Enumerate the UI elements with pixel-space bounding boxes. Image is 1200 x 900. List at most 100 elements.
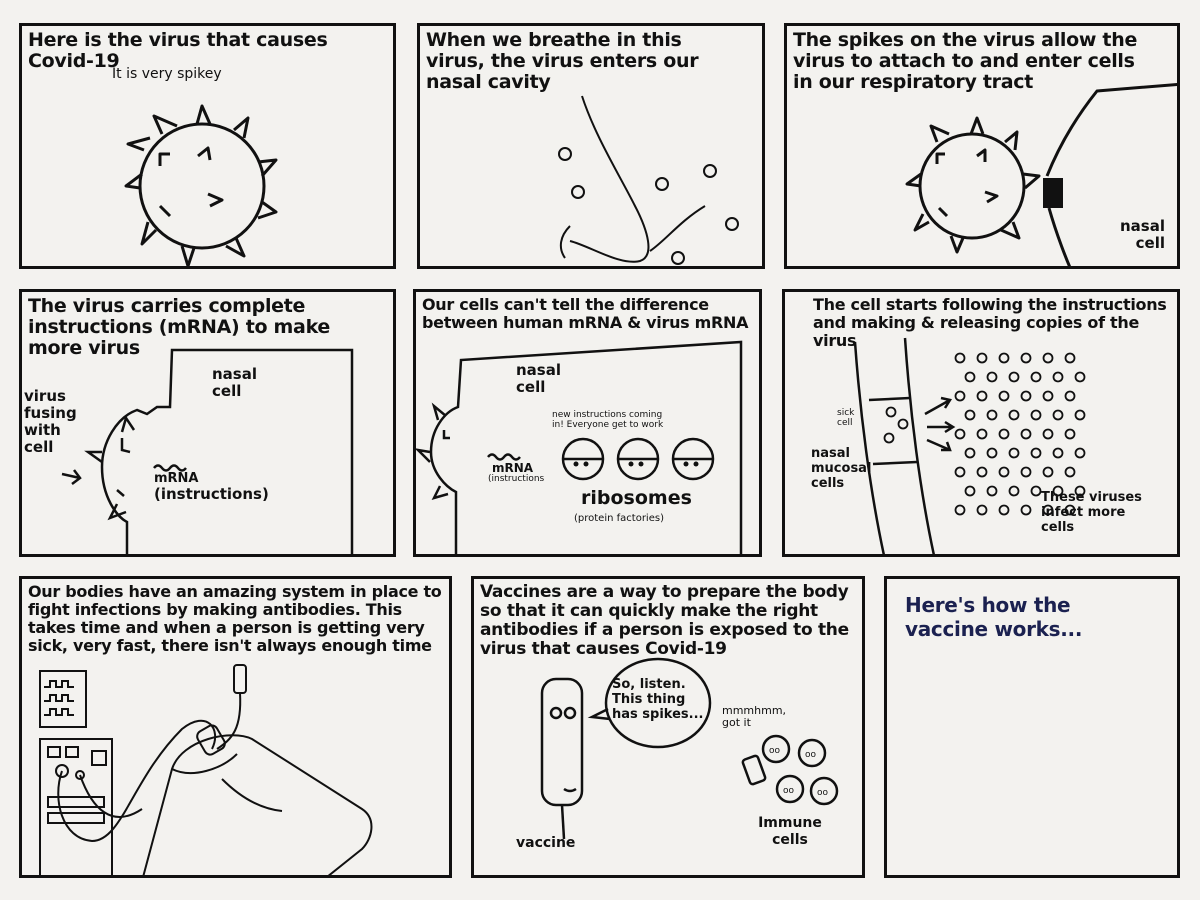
tiny-virus (986, 447, 998, 459)
tiny-virus (998, 466, 1010, 478)
panel-2: When we breathe in this virus, the virus… (417, 23, 765, 269)
ribosomes-label: ribosomes (581, 487, 692, 509)
tiny-virus (1074, 409, 1086, 421)
tiny-virus (964, 409, 976, 421)
tiny-virus (976, 466, 988, 478)
tiny-virus (976, 352, 988, 364)
panel-6: The cell starts following the instructio… (782, 289, 1180, 557)
tiny-virus (1064, 504, 1076, 516)
immune-cells-label: Immune cells (758, 815, 822, 848)
tiny-virus (1042, 466, 1054, 478)
tiny-virus (1052, 371, 1064, 383)
vaccine-label: vaccine (516, 835, 576, 851)
tiny-virus (1008, 485, 1020, 497)
tiny-virus (1030, 371, 1042, 383)
virus-drawing (124, 104, 278, 266)
tiny-virus (1008, 447, 1020, 459)
virus-cell-drawing (905, 82, 1177, 266)
panel-8: Vaccines are a way to prepare the body s… (471, 576, 865, 878)
tiny-virus (986, 371, 998, 383)
nasal-cell-label: nasal cell (516, 361, 561, 396)
tiny-virus (1008, 371, 1020, 383)
tiny-virus (883, 432, 895, 444)
tiny-virus (998, 504, 1010, 516)
tiny-virus (1052, 409, 1064, 421)
tiny-virus (1064, 352, 1076, 364)
panel-caption: The cell starts following the instructio… (813, 295, 1167, 350)
mucosal-label: nasal mucosal cells (811, 446, 872, 491)
release-drawing (853, 337, 1086, 554)
virus-fusing-label: virus fusing with cell (24, 387, 77, 456)
tiny-virus (885, 406, 897, 418)
ribosome-drawing (416, 340, 743, 554)
tiny-virus (1074, 485, 1086, 497)
instructions-label: (instructions (488, 474, 545, 484)
tiny-virus (1064, 390, 1076, 402)
panel-3: The spikes on the virus allow the virus … (784, 23, 1180, 269)
panel-caption: Our cells can't tell the difference betw… (422, 295, 749, 332)
tiny-virus (1008, 409, 1020, 421)
svg-text:oo: oo (783, 786, 795, 796)
tiny-virus (1042, 390, 1054, 402)
panel-4: The virus carries complete instructions … (19, 289, 396, 557)
panel-caption: The virus carries complete instructions … (28, 295, 330, 359)
tiny-virus (954, 390, 966, 402)
tiny-virus (976, 504, 988, 516)
nasal-cell-label: nasal cell (1120, 217, 1165, 252)
tiny-virus (1042, 504, 1054, 516)
factories-label: (protein factories) (574, 513, 664, 524)
sick-cell-label: sick cell (837, 408, 855, 428)
speech-text: new instructions coming in! Everyone get… (552, 410, 664, 430)
tiny-virus (1052, 485, 1064, 497)
svg-text:oo: oo (817, 788, 829, 798)
tiny-virus (986, 409, 998, 421)
panel-7: Our bodies have an amazing system in pla… (19, 576, 452, 878)
panel-caption: When we breathe in this virus, the virus… (426, 29, 699, 93)
infect-label: These viruses infect more cells (1041, 490, 1142, 535)
panel-caption: Our bodies have an amazing system in pla… (28, 582, 442, 655)
tiny-virus (998, 352, 1010, 364)
svg-text:oo: oo (769, 746, 781, 756)
mrna-label: mRNA (492, 461, 534, 475)
tiny-virus (976, 390, 988, 402)
tiny-virus (1064, 428, 1076, 440)
panel-5: Our cells can't tell the difference betw… (413, 289, 762, 557)
tiny-virus (1064, 466, 1076, 478)
tiny-virus (1020, 504, 1032, 516)
tiny-virus (954, 466, 966, 478)
tiny-virus (1020, 352, 1032, 364)
panel-9: Here's how the vaccine works... (884, 576, 1180, 878)
nose-drawing (558, 95, 739, 265)
panel-subcaption: It is very spikey (112, 66, 222, 82)
tiny-virus (976, 428, 988, 440)
tiny-virus (1042, 352, 1054, 364)
panel-caption: The spikes on the virus allow the virus … (793, 29, 1138, 93)
panel-1: Here is the virus that causes Covid-19 I… (19, 23, 396, 269)
tiny-virus (1074, 447, 1086, 459)
tiny-virus (1030, 447, 1042, 459)
nasal-cell-label: nasal cell (212, 365, 257, 400)
tiny-virus (1052, 447, 1064, 459)
panel-caption: Here's how the vaccine works... (905, 593, 1083, 641)
tiny-virus (964, 485, 976, 497)
tiny-virus (954, 504, 966, 516)
tiny-virus (954, 352, 966, 364)
tiny-virus (986, 485, 998, 497)
tiny-virus (1042, 428, 1054, 440)
tiny-virus (1074, 371, 1086, 383)
tiny-virus (954, 428, 966, 440)
tiny-virus (998, 428, 1010, 440)
panel-caption: Here is the virus that causes Covid-19 (28, 29, 328, 72)
tiny-virus (1030, 485, 1042, 497)
tiny-virus (998, 390, 1010, 402)
tiny-virus (897, 418, 909, 430)
cells-speech: mmmhmm, got it (722, 704, 787, 729)
tiny-virus (1030, 409, 1042, 421)
tiny-virus (1020, 428, 1032, 440)
vaccine-speech: So, listen. This thing has spikes... (612, 677, 704, 722)
svg-text:oo: oo (805, 750, 817, 760)
panel-caption: Vaccines are a way to prepare the body s… (480, 582, 849, 659)
tiny-virus (964, 371, 976, 383)
hospital-drawing (39, 664, 373, 875)
tiny-virus (1020, 466, 1032, 478)
